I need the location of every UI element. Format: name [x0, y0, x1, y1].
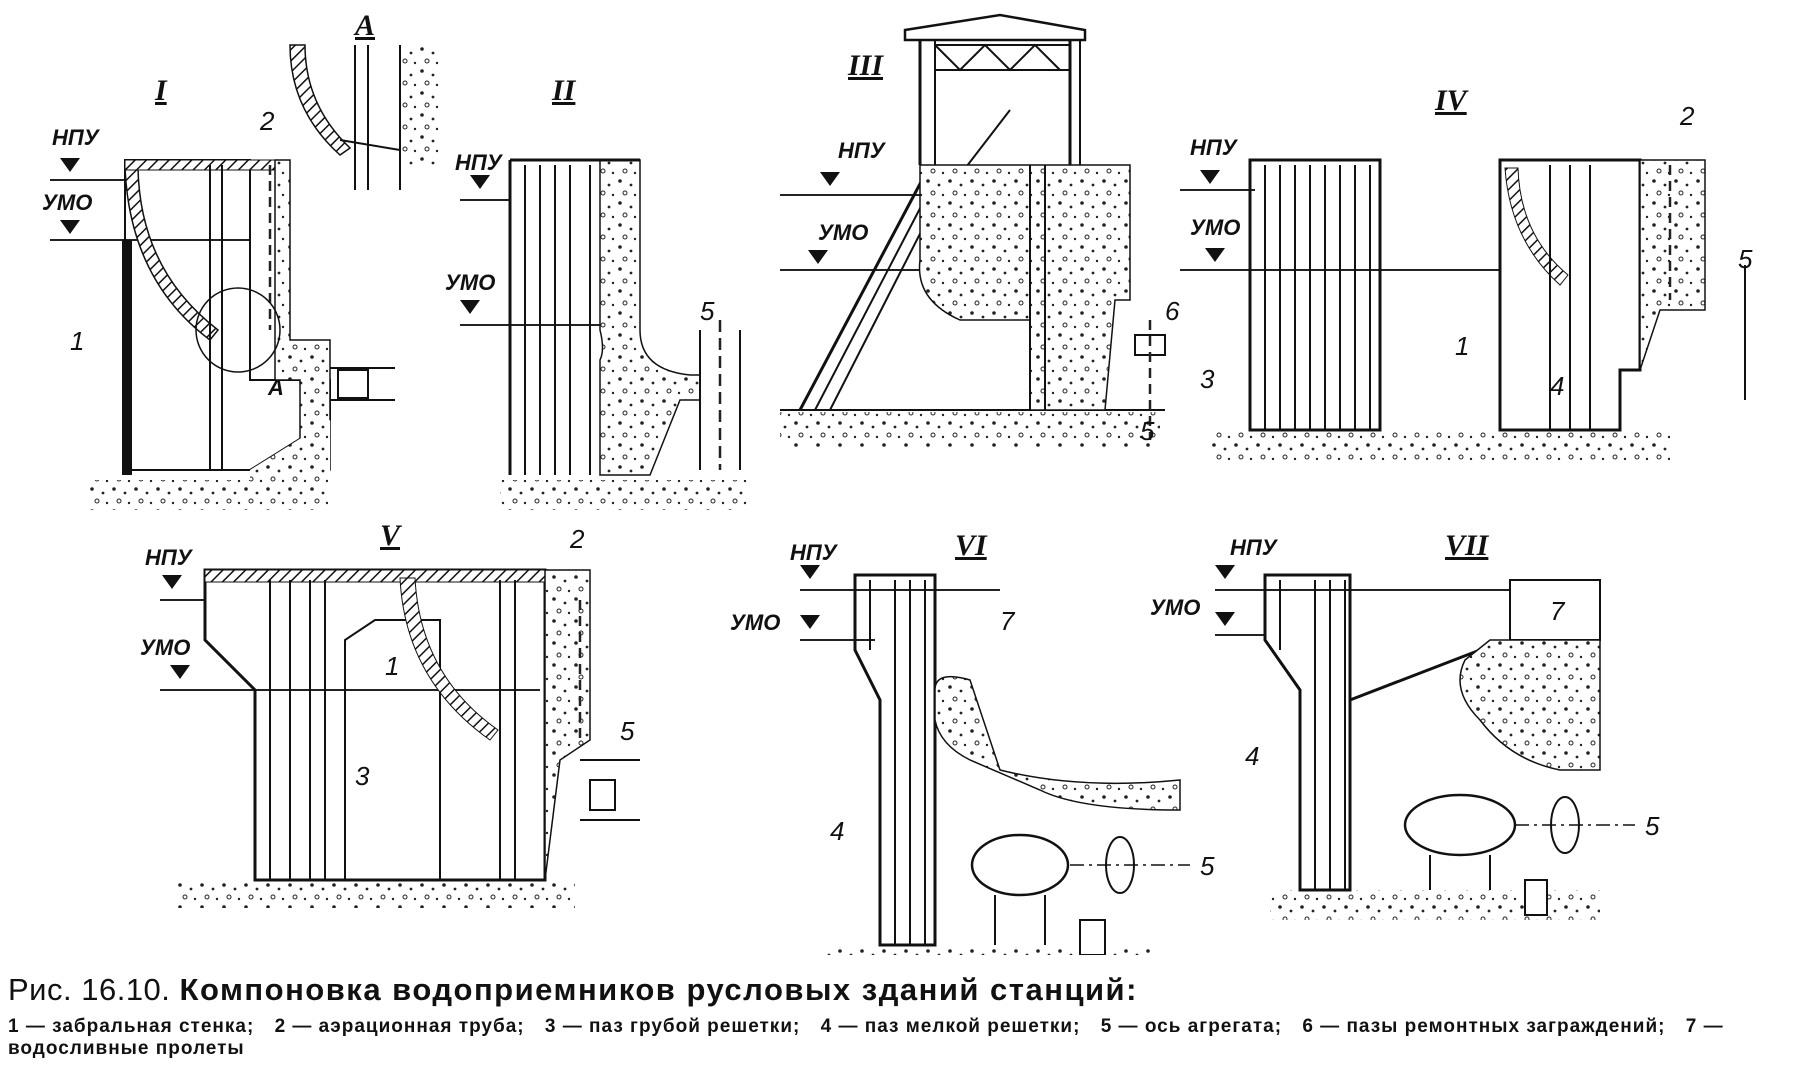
panel-i-detail-circle: [195, 287, 281, 373]
panel-vii-umo-label: УМО: [1150, 595, 1200, 620]
panel-iv-number-4: 4: [1550, 371, 1564, 401]
panel-iv: IV НПУ УМО 2 5 6 1 3 4: [1165, 84, 1753, 460]
panel-i-curtain-wall: [124, 167, 220, 342]
detail-a: А: [289, 9, 442, 190]
panel-i-number-1: 1: [70, 326, 84, 356]
panel-i-section-a-label: А: [267, 375, 284, 400]
panel-iv-title: IV: [1434, 84, 1470, 117]
panel-iv-umo-label: УМО: [1190, 215, 1240, 240]
legend-item-4: 4 — паз мелкой решетки;: [820, 1016, 1081, 1037]
panel-iv-number-1: 1: [1455, 331, 1469, 361]
panel-iv-number-2: 2: [1679, 101, 1695, 131]
panel-vi-npu-label: НПУ: [790, 540, 839, 565]
panel-iii: III НПУ УМО 5: [780, 13, 1166, 447]
intake-layouts-figure: I НПУ УМО 2 1 А А II НПУ УМО 5: [42, 9, 1753, 955]
panel-iii-umo-label: УМО: [818, 220, 868, 245]
legend-item-5: 5 — ось агрегата;: [1100, 1016, 1283, 1037]
panel-ii-title: II: [551, 74, 577, 107]
panel-ii-number-5: 5: [700, 296, 715, 326]
panel-ii: II НПУ УМО 5: [445, 74, 750, 510]
panel-v-number-1: 1: [385, 651, 399, 681]
panel-i-wall: [122, 240, 132, 475]
panel-vi-umo-label: УМО: [730, 610, 780, 635]
panel-iv-number-6: 6: [1165, 296, 1180, 326]
panel-vi-number-7: 7: [1000, 606, 1016, 636]
legend-item-2: 2 — аэрационная труба;: [274, 1016, 525, 1037]
caption-title: Рис. 16.10. Компоновка водоприемников ру…: [8, 972, 1803, 1008]
panel-i: I НПУ УМО 2 1 А: [42, 74, 395, 510]
panel-v-number-3: 3: [355, 761, 370, 791]
panel-vii: VII НПУ УМО 7 4 5: [1150, 529, 1660, 920]
panel-vi-number-5: 5: [1200, 851, 1215, 881]
panel-vi-title: VI: [955, 529, 988, 562]
figure-caption: Рис. 16.10. Компоновка водоприемников ру…: [8, 972, 1803, 1060]
panel-i-title: I: [154, 74, 168, 107]
panel-iii-title: III: [847, 49, 884, 82]
panel-vii-number-5: 5: [1645, 811, 1660, 841]
legend-item-1: 1 — забральная стенка;: [8, 1016, 255, 1037]
panel-vi-number-4: 4: [830, 816, 844, 846]
panel-vii-spillway: [1509, 579, 1601, 641]
caption-legend: 1 — забральная стенка; 2 — аэрационная т…: [8, 1016, 1803, 1060]
panel-i-foundation: [88, 480, 328, 510]
panel-i-number-2: 2: [259, 106, 275, 136]
panel-iii-npu-label: НПУ: [838, 138, 887, 163]
panel-iv-number-3: 3: [1200, 364, 1215, 394]
panel-v: V НПУ УМО 2 1 3 5: [140, 519, 640, 908]
panel-vii-generator: [1403, 793, 1517, 857]
panel-vi: VI НПУ УМО 7 4 5: [730, 529, 1215, 955]
panel-i-umo-label: УМО: [42, 190, 92, 215]
panel-v-npu-label: НПУ: [145, 545, 194, 570]
panel-v-number-5: 5: [620, 716, 635, 746]
legend-item-6: 6 — пазы ремонтных заграждений;: [1302, 1016, 1666, 1037]
detail-a-title: А: [353, 9, 375, 42]
panel-iii-number-5: 5: [1140, 416, 1155, 446]
panel-vii-title: VII: [1445, 529, 1490, 562]
panel-vi-generator: [970, 833, 1070, 897]
panel-vii-npu-label: НПУ: [1230, 535, 1279, 560]
legend-item-3: 3 — паз грубой решетки;: [544, 1016, 801, 1037]
panel-ii-umo-label: УМО: [445, 270, 495, 295]
panel-vii-number-7: 7: [1550, 596, 1566, 626]
panel-i-npu-label: НПУ: [52, 125, 101, 150]
panel-iv-npu-label: НПУ: [1190, 135, 1239, 160]
panel-iv-number-5: 5: [1738, 244, 1753, 274]
caption-title-prefix: Рис. 16.10.: [8, 972, 171, 1007]
panel-v-title: V: [380, 519, 403, 552]
panel-v-number-2: 2: [569, 524, 585, 554]
panel-vii-number-4: 4: [1245, 741, 1259, 771]
panel-ii-npu-label: НПУ: [455, 150, 504, 175]
caption-title-text: Компоновка водоприемников русловых здани…: [179, 972, 1138, 1007]
legend-item-7: 7 — водосливные пролеты: [8, 1016, 1724, 1059]
panel-v-umo-label: УМО: [140, 635, 190, 660]
